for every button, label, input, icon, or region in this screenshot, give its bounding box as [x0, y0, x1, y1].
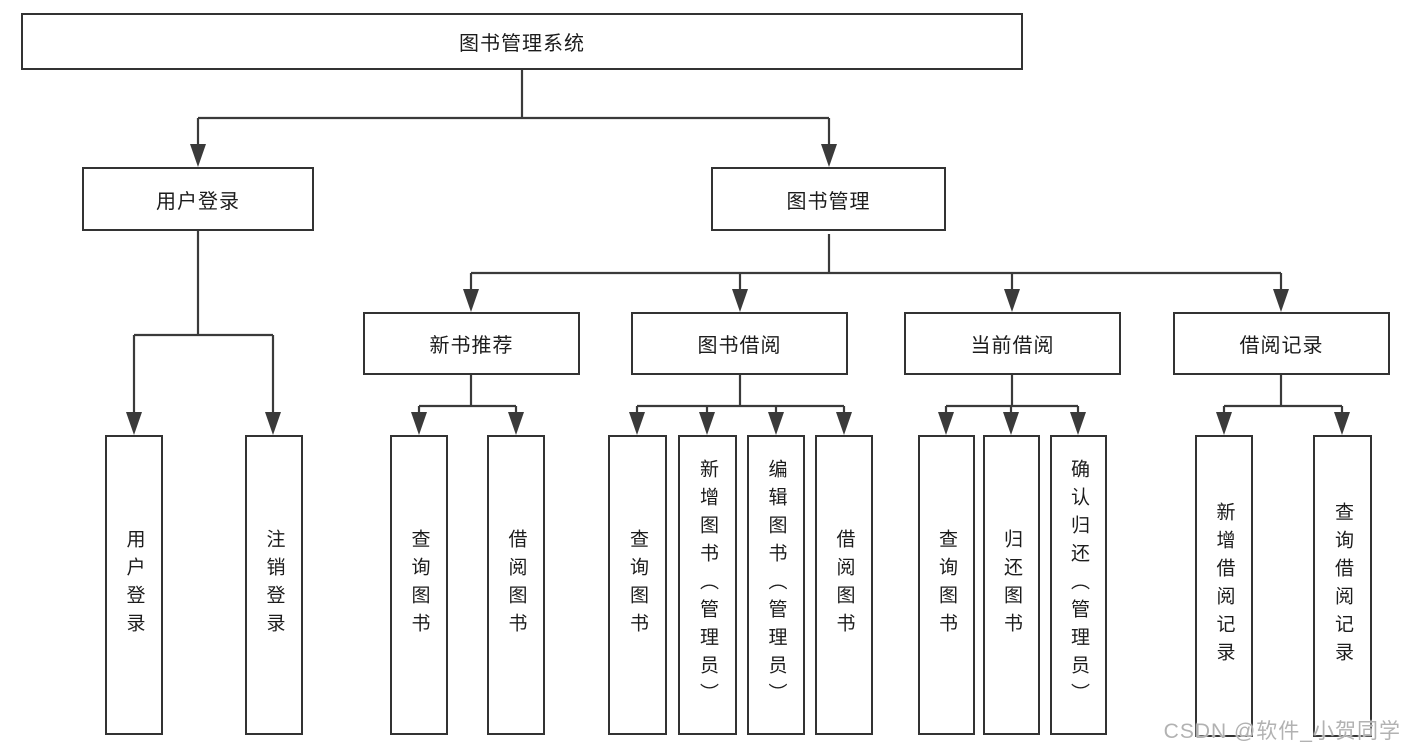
node-book-borrow: 图书借阅 — [631, 312, 848, 375]
leaf-query-books-borrow: 查询图书 — [608, 435, 667, 735]
leaf-add-borrow-record: 新增借阅记录 — [1195, 435, 1253, 737]
node-root: 图书管理系统 — [21, 13, 1023, 70]
node-current-borrow: 当前借阅 — [904, 312, 1121, 375]
leaf-edit-book-admin: 编辑图书（管理员） — [747, 435, 805, 735]
watermark: CSDN @软件_小贺同学 — [1163, 720, 1401, 743]
node-book-management: 图书管理 — [711, 167, 946, 231]
leaf-borrow-books-recommend: 借阅图书 — [487, 435, 545, 735]
node-new-book-recommend: 新书推荐 — [363, 312, 580, 375]
leaf-logout: 注销登录 — [245, 435, 303, 735]
leaf-confirm-return-admin: 确认归还（管理员） — [1050, 435, 1107, 735]
leaf-add-book-admin: 新增图书（管理员） — [678, 435, 737, 735]
leaf-return-book: 归还图书 — [983, 435, 1040, 735]
node-borrow-record: 借阅记录 — [1173, 312, 1390, 375]
leaf-query-books-current: 查询图书 — [918, 435, 975, 735]
leaf-user-login: 用户登录 — [105, 435, 163, 735]
node-user-login: 用户登录 — [82, 167, 314, 231]
leaf-query-books-recommend: 查询图书 — [390, 435, 448, 735]
leaf-query-borrow-record: 查询借阅记录 — [1313, 435, 1372, 737]
leaf-borrow-books: 借阅图书 — [815, 435, 873, 735]
